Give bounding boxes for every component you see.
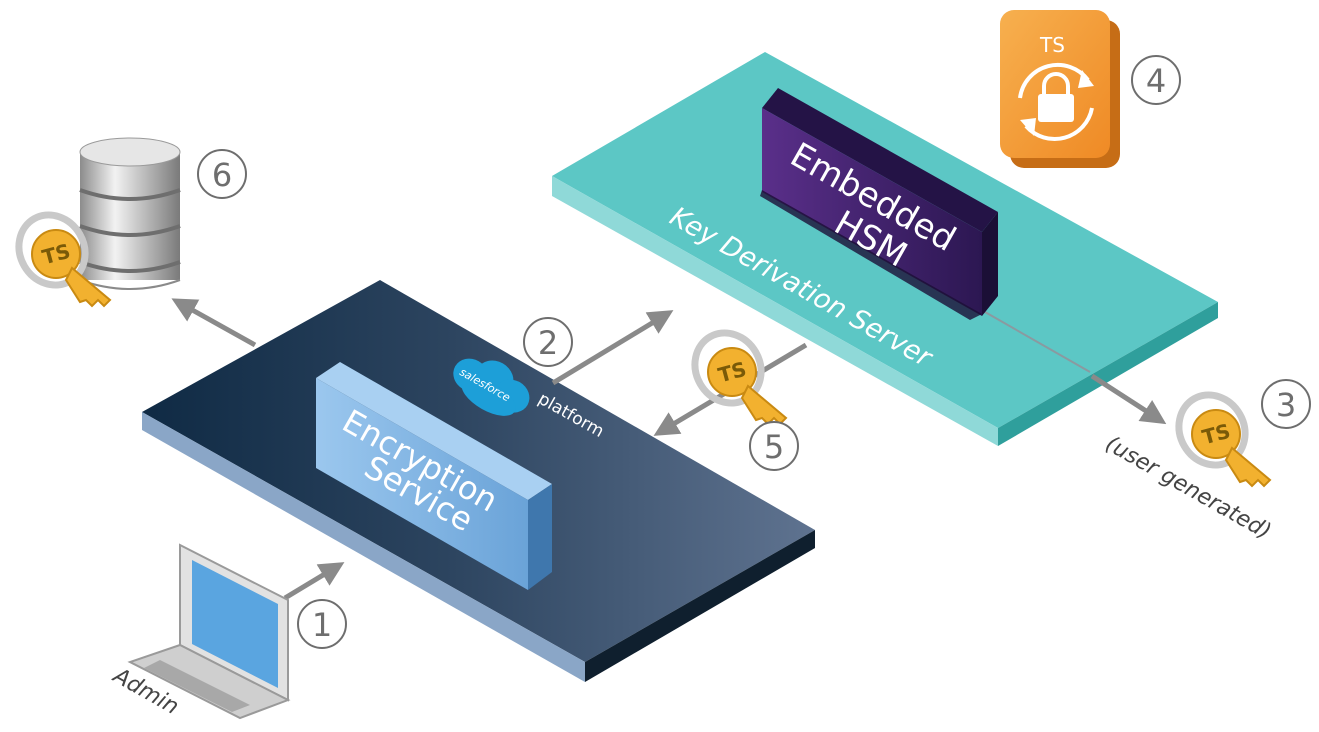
svg-text:4: 4 (1146, 62, 1166, 100)
arrow-platform-to-database (171, 298, 257, 348)
database-icon (79, 137, 181, 290)
arrow-admin-to-platform (283, 562, 345, 601)
encryption-service: Encryption Service (316, 362, 552, 590)
svg-text:1: 1 (312, 606, 332, 644)
ts-rotate-lock-icon: TS (1000, 10, 1120, 168)
step-4: 4 (1131, 55, 1181, 105)
svg-text:3: 3 (1276, 386, 1296, 424)
lock-badge-label: TS (1039, 33, 1065, 57)
ts-key-icon: TS (6, 203, 110, 306)
svg-text:5: 5 (764, 428, 784, 466)
step-6: 6 (197, 149, 247, 199)
arrow-hsm-to-user-key (1090, 373, 1167, 425)
arrow-platform-to-kds (551, 310, 674, 386)
salesforce-cloud-icon: salesforce (453, 358, 530, 416)
svg-text:6: 6 (212, 156, 232, 194)
svg-text:2: 2 (538, 324, 558, 362)
step-1: 1 (297, 599, 347, 649)
laptop-icon (127, 543, 291, 720)
ts-key-icon: TS (682, 321, 786, 424)
step-2: 2 (523, 317, 573, 367)
step-5: 5 (749, 421, 799, 471)
step-3: 3 (1261, 379, 1311, 429)
ts-key-icon: TS (1166, 383, 1270, 486)
